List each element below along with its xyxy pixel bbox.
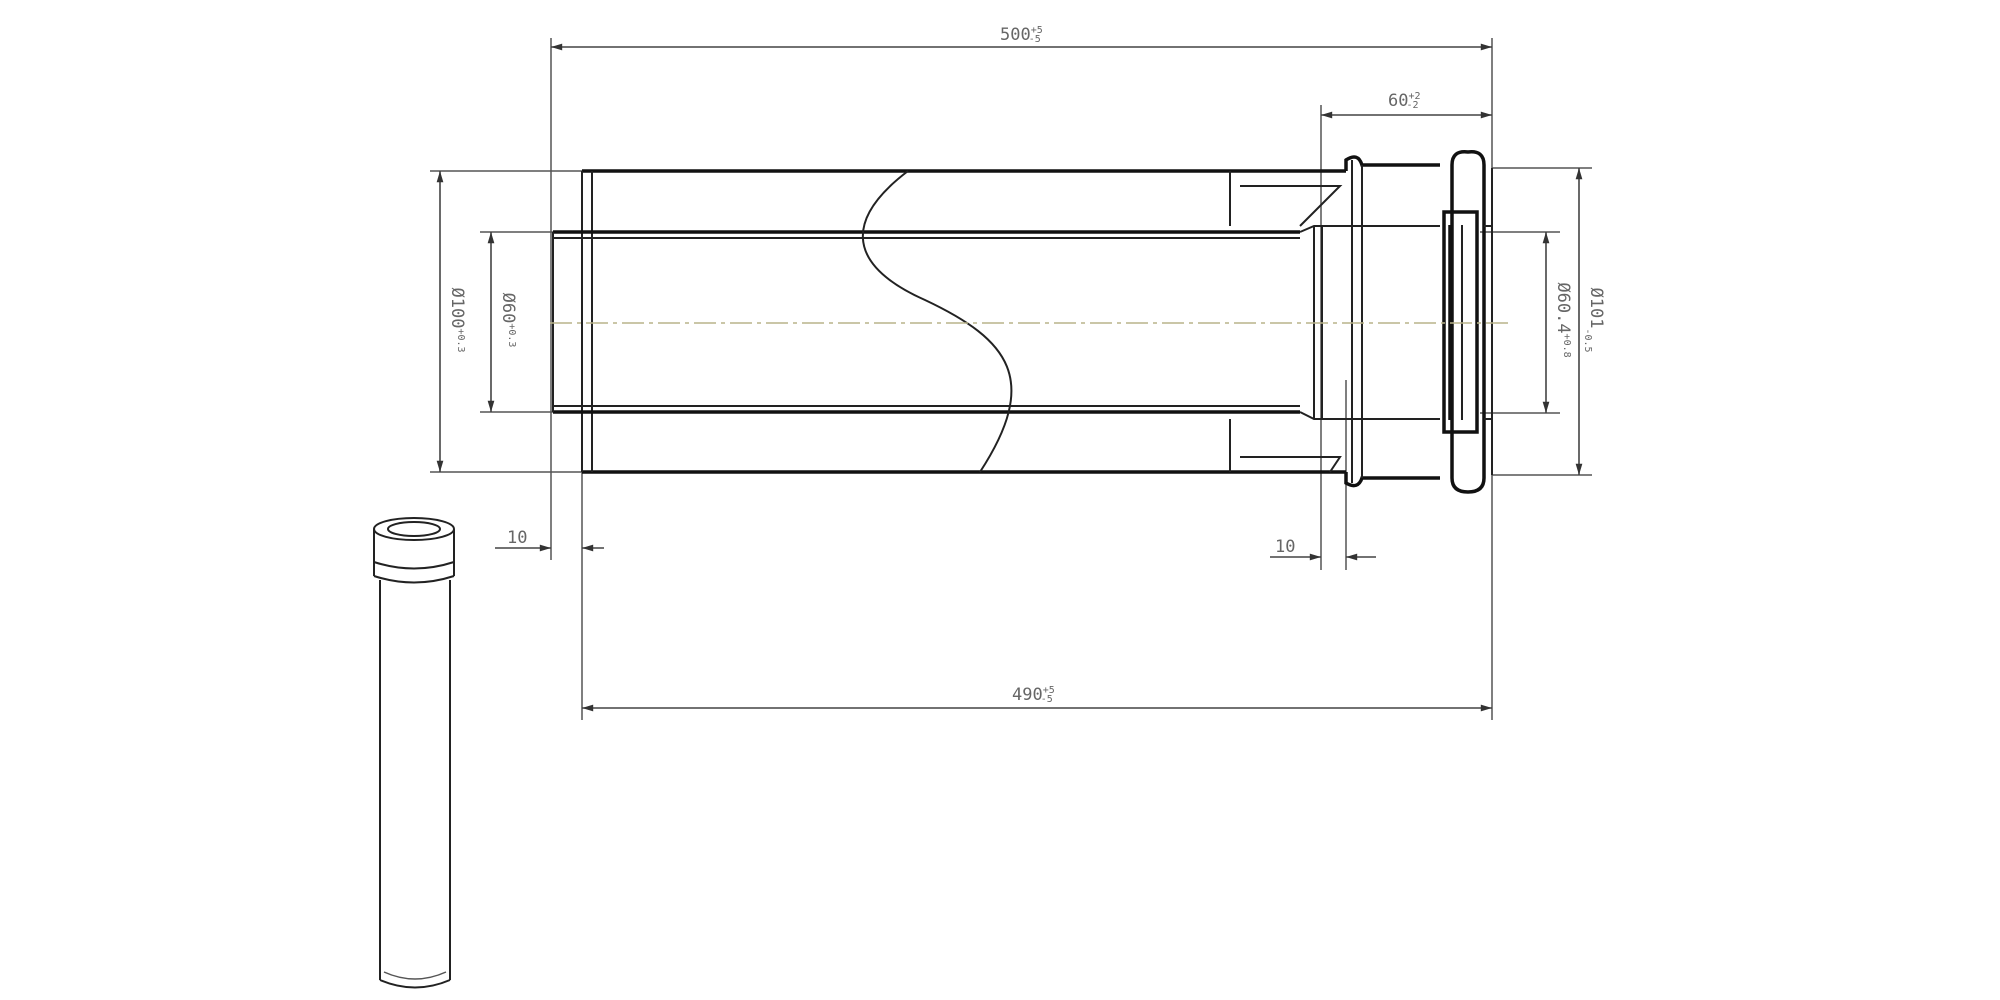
dim-outer-diameter: Ø100+0.3 — [447, 287, 467, 352]
dim-socket-outer-diameter: Ø101-0.5 — [1582, 287, 1606, 352]
pipe-illustration — [373, 517, 455, 989]
pipe-section — [550, 150, 1510, 494]
dimension-lines — [436, 43, 1583, 712]
dim-socket-inner-diameter: Ø60.4+0.8 — [1553, 282, 1573, 357]
dim-body-length: 490+5-5 — [1012, 685, 1055, 705]
dim-socket-length: 60+2-2 — [1388, 91, 1421, 111]
dim-left-offset: 10 — [507, 528, 527, 548]
dim-right-offset: 10 — [1275, 537, 1295, 557]
dim-inner-diameter: Ø60+0.3 — [498, 293, 518, 348]
dim-overall-length: 500+5-5 — [1000, 25, 1043, 45]
